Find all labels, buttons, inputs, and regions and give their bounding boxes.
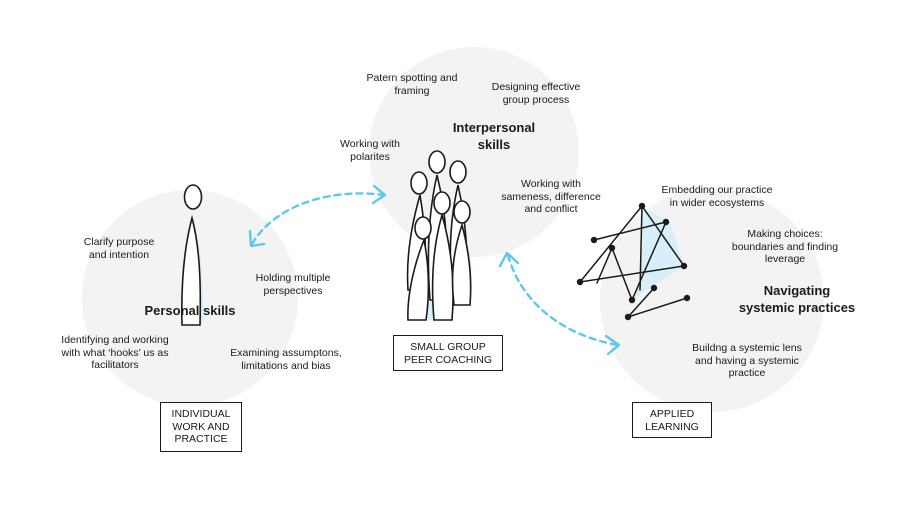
context-small-group-coaching: SMALL GROUP PEER COACHING (393, 335, 503, 371)
skill-systemic-lens: Buildng a systemic lens and having a sys… (692, 342, 802, 379)
skill-making-choices: Making choices: boundaries and finding l… (731, 228, 839, 265)
skill-polarities: Working with polarites (340, 138, 400, 163)
context-applied-learning: APPLIED LEARNING (632, 402, 712, 438)
systemic-practices-title: Navigating systemic practices (738, 283, 856, 315)
skill-holding-perspectives: Holding multiple perspectives (255, 272, 331, 297)
context-individual-work: INDIVIDUAL WORK AND PRACTICE (160, 402, 242, 452)
interpersonal-skills-title: Interpersonal skills (452, 120, 536, 152)
skill-examining-assumptions: Examining assumptons, limitations and bi… (230, 347, 342, 372)
arrowhead-icon (498, 251, 520, 268)
arrowhead-icon (371, 184, 387, 205)
connector-arrow-personal-interpersonal (250, 192, 386, 246)
skill-pattern-spotting: Patern spotting and framing (366, 72, 458, 97)
skill-designing-process: Designing effective group process (491, 81, 581, 106)
group-figures-icon (406, 150, 472, 321)
arrowhead-icon (604, 334, 621, 356)
systemic-network-icon (576, 202, 691, 321)
individual-figure-icon (181, 184, 204, 326)
personal-skills-title: Personal skills (144, 303, 236, 318)
arrowhead-icon (248, 229, 266, 248)
skill-clarify-purpose: Clarify purpose and intention (83, 236, 155, 261)
connector-arrow-interpersonal-systemic (506, 253, 620, 347)
skill-sameness-difference: Working with sameness, difference and co… (501, 178, 601, 215)
skill-embedding-practice: Embedding our practice in wider ecosyste… (661, 184, 773, 209)
skill-identifying-hooks: Identifying and working with what ‘hooks… (61, 334, 169, 371)
